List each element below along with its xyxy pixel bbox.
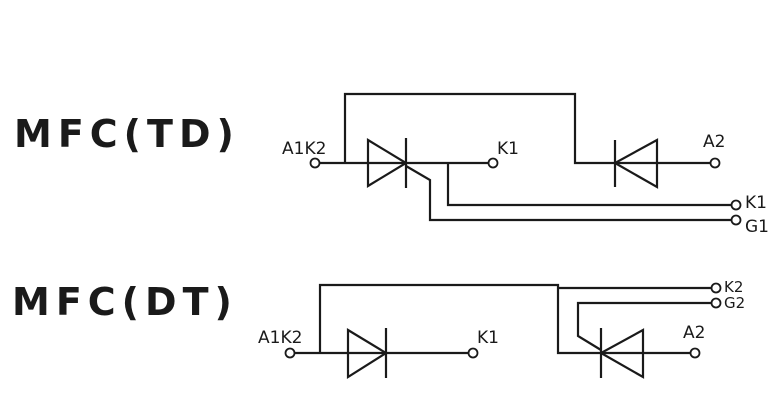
wire-aux-k1 (446, 163, 732, 207)
module-title-dt: MFC(DT) (12, 280, 238, 324)
thyristor-1-td (366, 138, 409, 188)
terminal-aux-k1-td (730, 199, 742, 211)
terminal-g1-td (730, 214, 742, 226)
module-title-td: MFC(TD) (14, 112, 240, 156)
label-a1k2-dt: A1K2 (258, 328, 302, 348)
wire-gate-g2 (576, 301, 712, 351)
label-g1-td: G1 (745, 217, 769, 237)
label-k1-dt: K1 (477, 328, 499, 348)
terminal-k1-dt (467, 347, 479, 359)
diode-1-dt (346, 328, 389, 379)
label-g2-dt: G2 (724, 294, 745, 312)
label-k1-td: K1 (497, 139, 519, 159)
label-aux-k2-dt: K2 (724, 278, 743, 296)
terminal-aux-k2-dt (710, 282, 722, 294)
terminal-k1-td (487, 157, 499, 169)
wire-loop-dt (318, 283, 692, 355)
terminal-a2-dt (689, 347, 701, 359)
wire-gate-g1 (405, 165, 732, 222)
label-a2-dt: A2 (683, 323, 705, 343)
terminal-g2-dt (710, 297, 722, 309)
circuit-td: A1K2 K1 A2 K1 G1 (282, 92, 769, 237)
label-a2-td: A2 (703, 132, 725, 152)
terminal-a2-td (709, 157, 721, 169)
thyristor-2-dt (598, 328, 645, 379)
diode-2-td (612, 138, 659, 189)
wire-loop-td (343, 92, 712, 165)
circuit-dt: A1K2 K1 A2 K2 G2 (258, 278, 745, 379)
terminal-a1k2-dt (284, 347, 296, 359)
label-aux-k1-td: K1 (745, 193, 767, 213)
terminal-a1k2-td (309, 157, 321, 169)
label-a1k2-td: A1K2 (282, 139, 326, 159)
